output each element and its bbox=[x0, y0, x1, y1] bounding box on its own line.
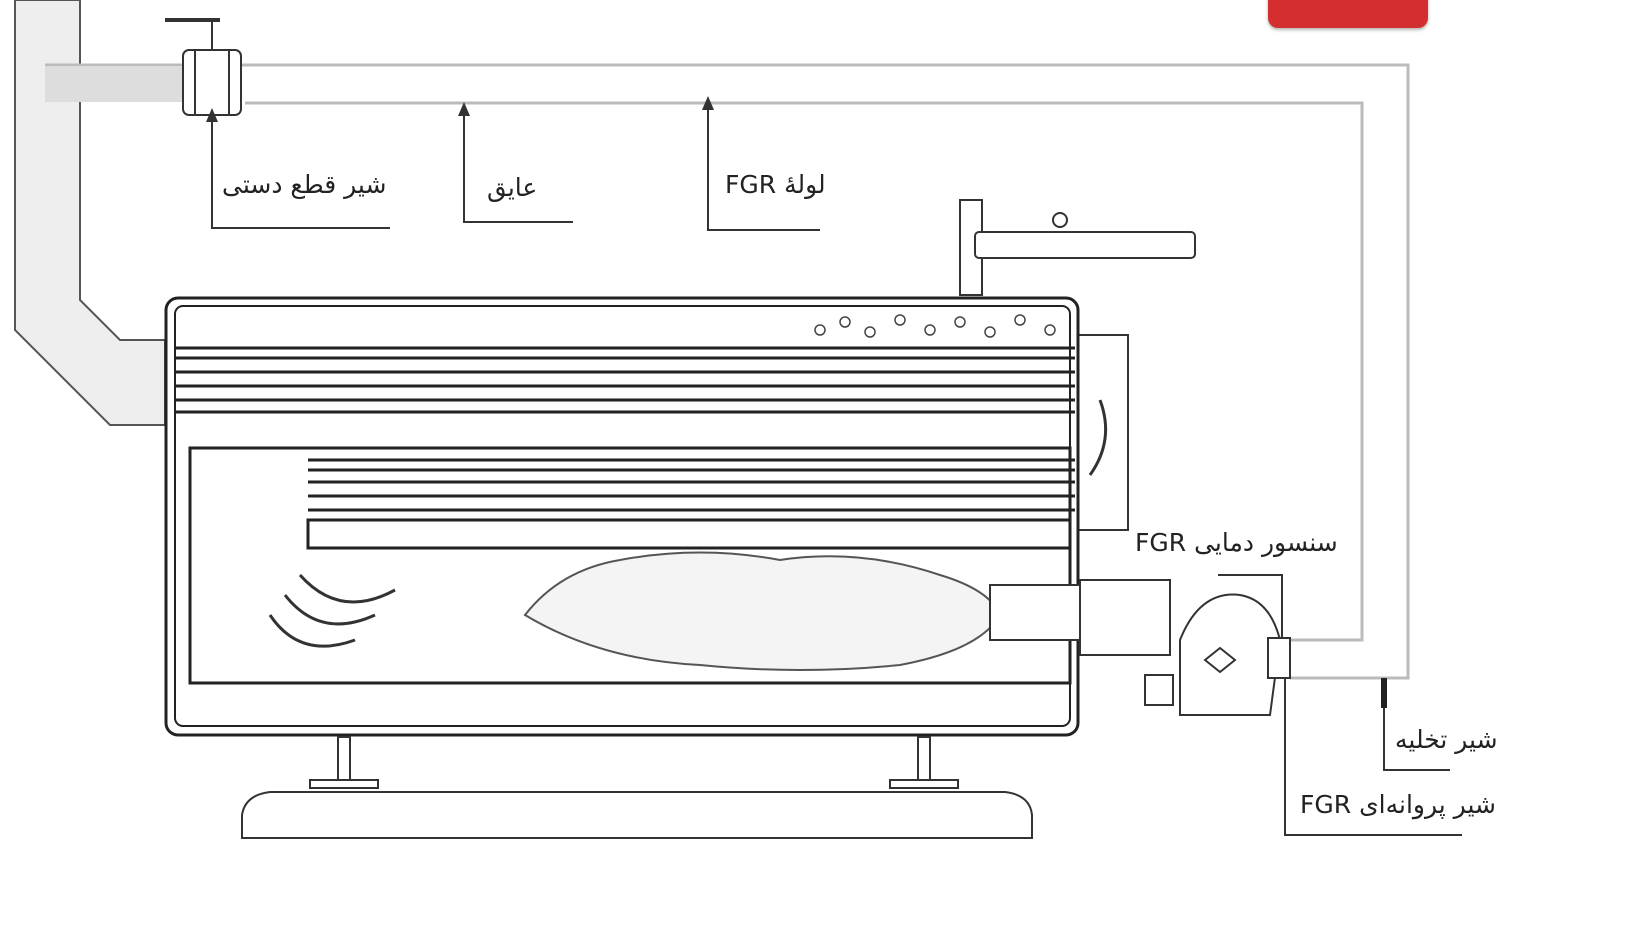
label-drain-valve: شیر تخلیه bbox=[1395, 725, 1498, 754]
flow-arrows bbox=[268, 399, 1108, 648]
boiler-base bbox=[241, 736, 1033, 839]
label-manual-valve: شیر قطع دستی bbox=[222, 170, 387, 199]
drain-valve-icon bbox=[1381, 678, 1387, 708]
fgr-pipe bbox=[45, 63, 1410, 680]
red-action-button[interactable] bbox=[1268, 0, 1428, 28]
label-fgr-butterfly-valve: شیر پروانه‌ای FGR bbox=[1300, 790, 1496, 819]
arrowheads bbox=[206, 96, 714, 122]
burner-icon bbox=[989, 579, 1291, 716]
fire-tubes bbox=[175, 346, 1075, 550]
boiler-shell bbox=[164, 296, 1080, 737]
steam-valve-icon bbox=[959, 199, 1196, 296]
flame bbox=[523, 551, 1002, 671]
leader-lines bbox=[211, 102, 1462, 836]
label-fgr-pipe: لولهٔ FGR bbox=[725, 170, 826, 199]
pipe-section bbox=[45, 66, 185, 102]
steam-bubbles bbox=[814, 314, 1056, 338]
label-fgr-temp-sensor: سنسور دمایی FGR bbox=[1135, 528, 1338, 557]
label-insulation: عایق bbox=[487, 173, 538, 202]
